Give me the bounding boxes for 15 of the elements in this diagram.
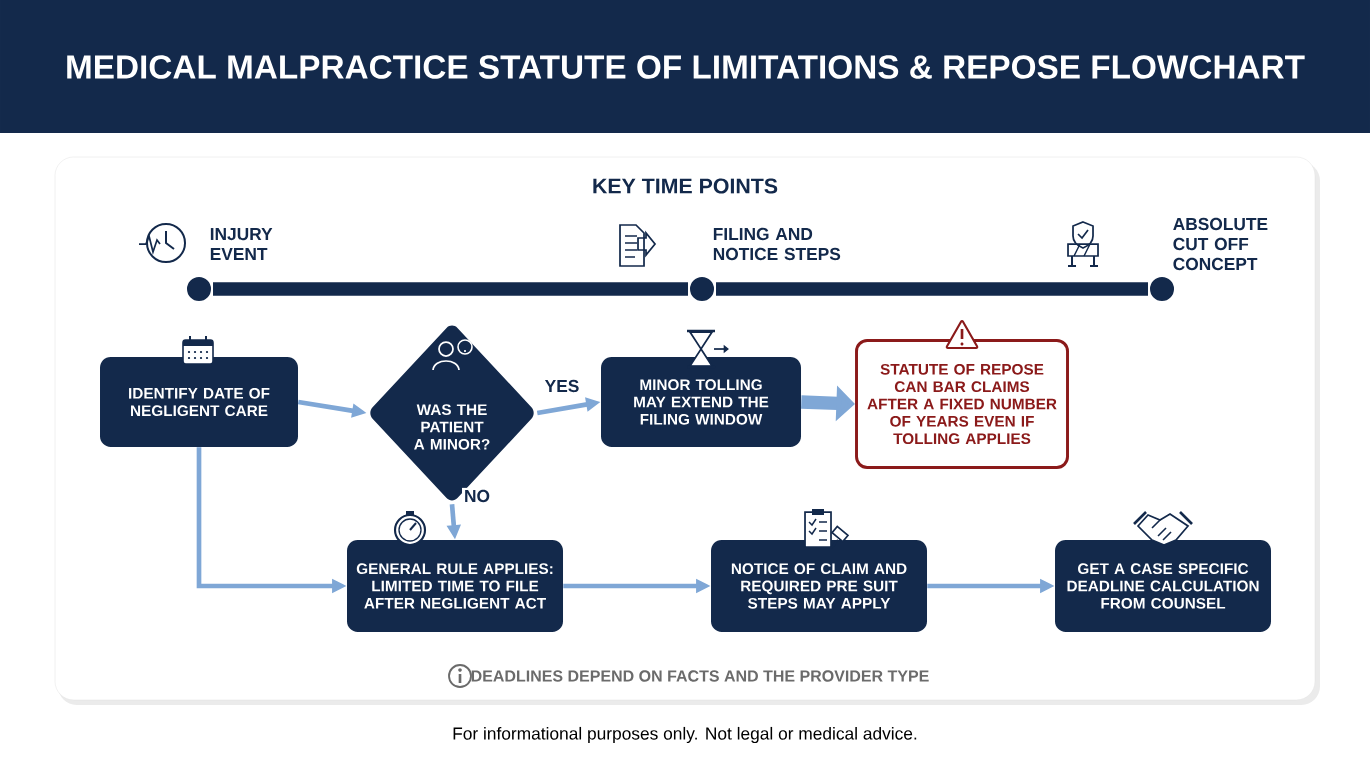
title: MEDICAL MALPRACTICE STATUTE OF LIMITATIONS & REPOSE FLOWCHART (67, 55, 1305, 79)
timeline-label: FILING AND NOTICE STEPS (713, 227, 841, 261)
process-box: IDENTIFY DATE OF NEGLIGENT CARE (100, 357, 298, 447)
note: DEADLINES DEPEND ON FACTS AND THE PROVIDER TYPE (471, 670, 929, 682)
warning-box: STATUTE OF REPOSE CAN BAR CLAIMS AFTER A FIXED NUMBER OF YEARS EVEN IF TOLLING APPLIES (855, 339, 1069, 469)
process-box: GENERAL RULE APPLIES: LIMITED TIME TO FILE AFTER NEGLIGENT ACT (347, 540, 563, 632)
timeline-bar (213, 282, 688, 296)
process-box: NOTICE OF CLAIM AND REQUIRED PRE SUIT STEPS MAY APPLY (711, 540, 927, 632)
process-box: GET A CASE SPECIFIC DEADLINE CALCULATION FROM COUNSEL (1055, 540, 1271, 632)
timeline-label: ABSOLUTE CUT OFF CONCEPT (1173, 217, 1268, 271)
section-heading: KEY TIME POINTS (593, 178, 778, 194)
timeline-bar (716, 282, 1148, 296)
process-box: MINOR TOLLING MAY EXTEND THE FILING WINDOW (601, 357, 801, 447)
timeline-label: INJURY EVENT (210, 228, 273, 260)
footer: For informational purposes only. Not legal or medical advice. (453, 726, 917, 744)
